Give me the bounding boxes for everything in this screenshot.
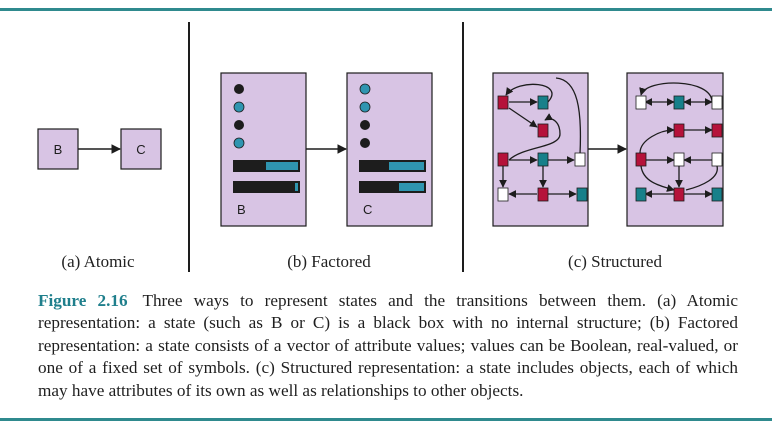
- structured-left-edges: [499, 77, 582, 198]
- attr-real-fill: [389, 162, 424, 170]
- object-teal: [711, 187, 723, 202]
- object-teal: [537, 95, 549, 110]
- attr-boolean-dot: [233, 101, 245, 113]
- figure-caption: Figure 2.16 Three ways to represent stat…: [38, 290, 738, 402]
- figure-number: Figure 2.16: [38, 291, 128, 310]
- attr-boolean-dot: [234, 120, 244, 130]
- object-white: [497, 187, 509, 202]
- bottom-rule: [0, 418, 772, 421]
- top-rule: [0, 8, 772, 11]
- label-factored: (b) Factored: [287, 252, 371, 271]
- factored-panel: B C: [220, 72, 433, 227]
- atomic-state-c-label: C: [136, 142, 145, 157]
- object-teal: [537, 152, 549, 167]
- structured-panel: [492, 72, 724, 227]
- object-white: [635, 95, 647, 110]
- label-atomic: (a) Atomic: [61, 252, 135, 271]
- object-white: [711, 95, 723, 110]
- attr-real-fill: [266, 162, 298, 170]
- object-red: [497, 152, 509, 167]
- relation-arrow: [508, 113, 561, 161]
- object-teal: [673, 95, 685, 110]
- relation-arrow: [685, 165, 718, 191]
- object-red: [673, 187, 685, 202]
- relation-arrow: [555, 77, 582, 155]
- object-white: [574, 152, 586, 167]
- attr-boolean-dot: [234, 84, 244, 94]
- label-structured: (c) Structured: [568, 252, 662, 271]
- attr-real-fill: [295, 183, 298, 191]
- object-red: [673, 123, 685, 138]
- factored-state-c: [346, 72, 433, 227]
- atomic-state-c: [120, 128, 162, 170]
- state-representation-figure: B C B C: [37, 22, 724, 272]
- object-red: [635, 152, 647, 167]
- object-red: [537, 123, 549, 138]
- attr-real-bar: [233, 181, 300, 193]
- relation-arrow: [640, 165, 675, 192]
- attr-real-fill: [399, 183, 424, 191]
- attr-boolean-dot: [233, 137, 245, 149]
- attr-boolean-dot: [359, 101, 371, 113]
- object-red: [497, 95, 509, 110]
- atomic-state-b: [37, 128, 79, 170]
- relation-arrow: [505, 83, 553, 103]
- relation-arrow: [508, 107, 538, 128]
- atomic-panel: B C: [37, 128, 162, 170]
- factored-state-b-label: B: [237, 202, 246, 217]
- object-red: [537, 187, 549, 202]
- object-teal: [576, 187, 588, 202]
- relation-arrow: [639, 126, 675, 154]
- object-white: [673, 152, 685, 167]
- object-red: [711, 123, 723, 138]
- caption-text: Three ways to represent states and the t…: [38, 291, 739, 400]
- object-teal: [635, 187, 647, 202]
- attr-boolean-dot: [359, 83, 371, 95]
- structured-right-edges: [639, 82, 718, 198]
- attr-boolean-dot: [360, 120, 370, 130]
- atomic-state-b-label: B: [54, 142, 63, 157]
- factored-state-b: [220, 72, 307, 227]
- attr-boolean-dot: [360, 138, 370, 148]
- relation-arrow: [639, 82, 713, 103]
- factored-state-c-label: C: [363, 202, 372, 217]
- object-white: [711, 152, 723, 167]
